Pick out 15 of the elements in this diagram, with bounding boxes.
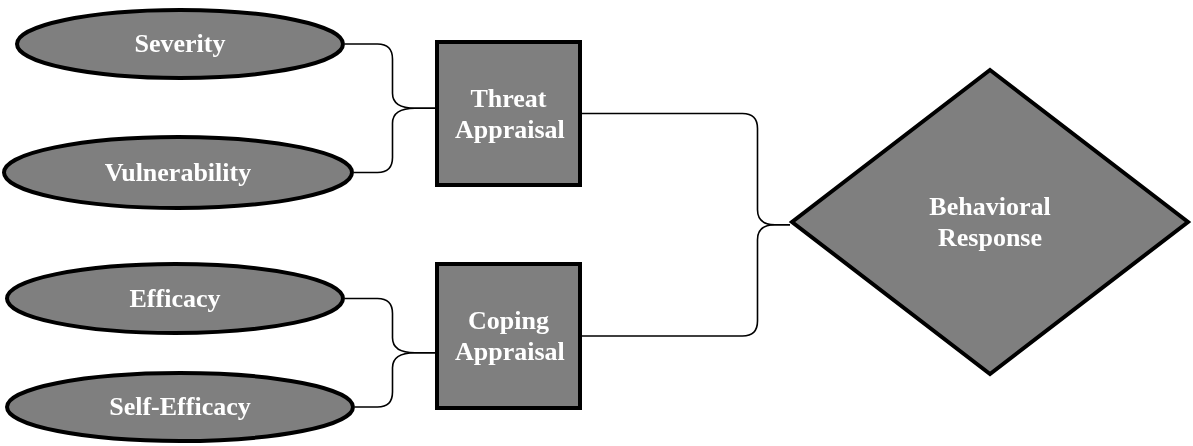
- node-label: Severity: [133, 28, 227, 60]
- ellipse-node: [15, 8, 345, 80]
- bracket-connector: [353, 107, 436, 174]
- node-label: Self-Efficacy: [108, 391, 252, 423]
- ellipse-node: [5, 262, 345, 335]
- bracket-connector: [354, 351, 436, 408]
- process-box: [435, 262, 582, 410]
- node-label: Vulnerability: [103, 156, 253, 189]
- ellipse-node: [2, 135, 354, 210]
- bracket-connector: [581, 223, 791, 337]
- decision-diamond: [788, 67, 1192, 377]
- process-box: [435, 40, 582, 187]
- ellipse-node: [5, 371, 355, 443]
- node-label: Behavioral Response: [928, 190, 1052, 254]
- node-label: Efficacy: [128, 282, 222, 315]
